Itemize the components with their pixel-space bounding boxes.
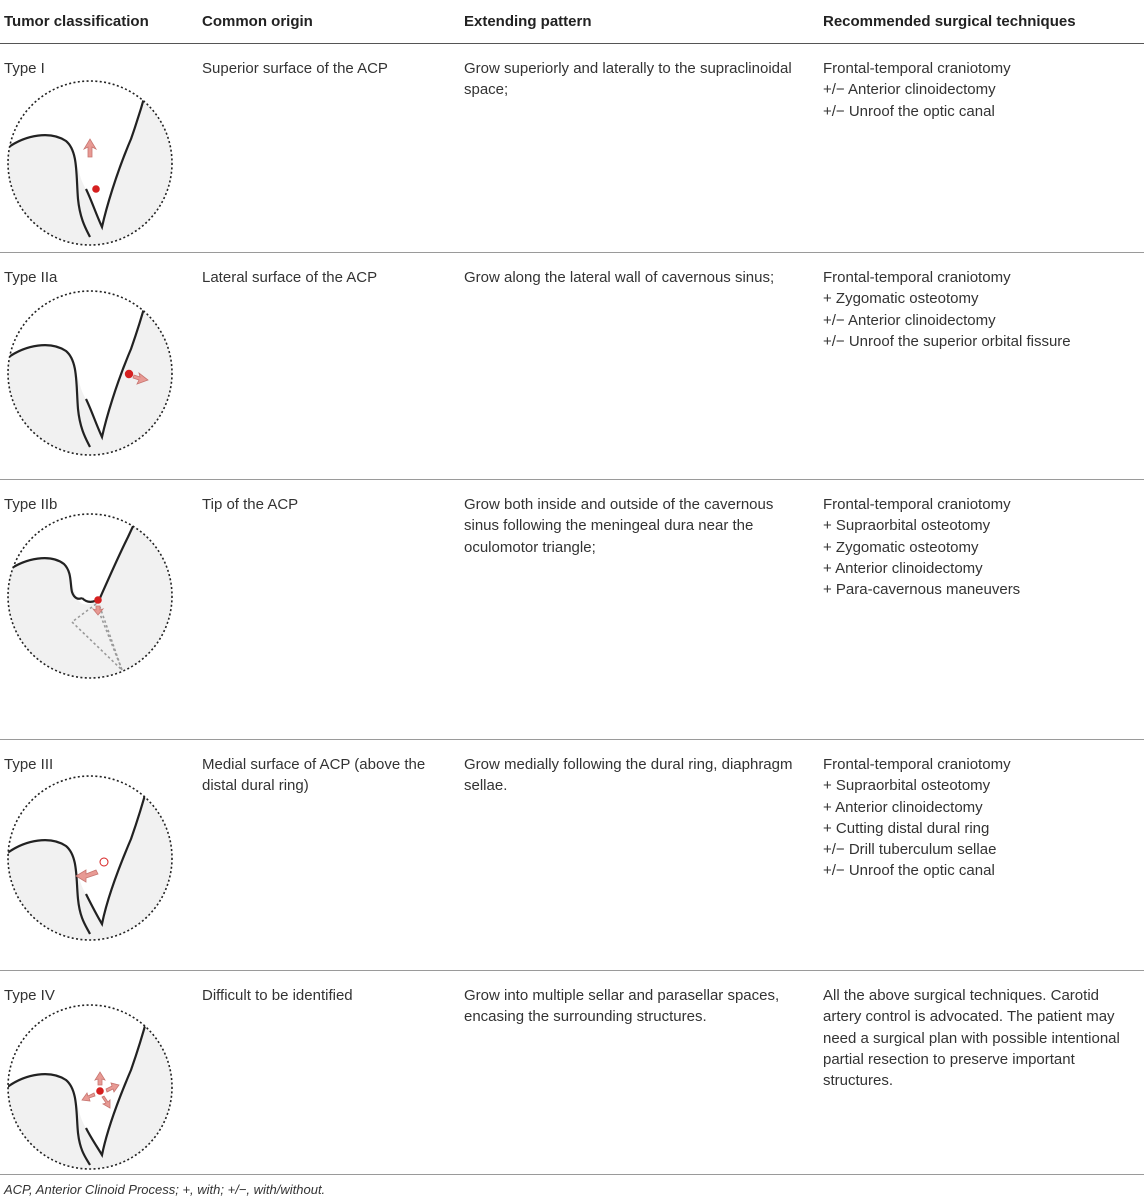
- origin-text: Superior surface of the ACP: [202, 60, 388, 77]
- technique-item: + Supraorbital osteotomy: [823, 777, 991, 795]
- acp-diagram-type-iii-icon: [6, 774, 174, 942]
- techniques-list: All the above surgical techniques. Carot…: [823, 985, 1141, 1091]
- type-label: Type III: [4, 756, 54, 773]
- acp-diagram-type-iv-icon: [6, 1003, 174, 1171]
- table-footnote: ACP, Anterior Clinoid Process; +, with; …: [4, 1182, 326, 1197]
- pattern-text: Grow both inside and outside of the cave…: [464, 496, 774, 556]
- pattern-text: Grow along the lateral wall of cavernous…: [464, 269, 775, 286]
- techniques-list: Frontal-temporal craniotomy + Zygomatic …: [823, 267, 1141, 352]
- technique-item: + Anterior clinoidectomy: [823, 559, 983, 577]
- technique-item: All the above surgical techniques. Carot…: [823, 987, 1120, 1090]
- techniques-list: Frontal-temporal craniotomy + Supraorbit…: [823, 494, 1141, 600]
- table-row-type-iib: Type IIb Tip of the ACP Grow both inside…: [0, 480, 1144, 740]
- origin-text: Tip of the ACP: [202, 496, 299, 513]
- technique-item: +/− Anterior clinoidectomy: [823, 81, 996, 99]
- type-label: Type IIa: [4, 269, 58, 286]
- header-extending-pattern: Extending pattern: [464, 13, 592, 30]
- technique-item: +/− Unroof the superior orbital fissure: [823, 332, 1071, 350]
- type-label: Type IIb: [4, 496, 58, 513]
- technique-item: + Zygomatic osteotomy: [823, 290, 979, 308]
- origin-text: Difficult to be identified: [202, 987, 353, 1004]
- technique-item: + Zygomatic osteotomy: [823, 538, 979, 556]
- technique-item: +/− Drill tuberculum sellae: [823, 841, 997, 859]
- pattern-text: Grow into multiple sellar and parasellar…: [464, 987, 780, 1026]
- techniques-list: Frontal-temporal craniotomy +/− Anterior…: [823, 58, 1141, 122]
- technique-item: Frontal-temporal craniotomy: [823, 496, 1011, 513]
- pattern-text: Grow medially following the dural ring, …: [464, 756, 793, 795]
- table-row-type-iv: Type IV Difficult to be identified Grow …: [0, 971, 1144, 1175]
- header-surgical-techniques: Recommended surgical techniques: [823, 13, 1076, 30]
- table-row-type-iii: Type III Medial surface of ACP (above th…: [0, 740, 1144, 971]
- origin-text: Medial surface of ACP (above the distal …: [202, 756, 426, 795]
- type-label: Type I: [4, 60, 45, 77]
- origin-text: Lateral surface of the ACP: [202, 269, 378, 286]
- technique-item: + Supraorbital osteotomy: [823, 517, 991, 535]
- pattern-text: Grow superiorly and laterally to the sup…: [464, 60, 792, 99]
- header-common-origin: Common origin: [202, 13, 313, 30]
- type-label: Type IV: [4, 987, 55, 1004]
- techniques-list: Frontal-temporal craniotomy + Supraorbit…: [823, 754, 1141, 882]
- technique-item: +/− Unroof the optic canal: [823, 862, 995, 880]
- table-header: Tumor classification Common origin Exten…: [0, 0, 1144, 44]
- header-tumor-classification: Tumor classification: [4, 13, 149, 30]
- technique-item: + Anterior clinoidectomy: [823, 798, 983, 816]
- technique-item: +/− Unroof the optic canal: [823, 102, 995, 120]
- table-row-type-i: Type I Superior surface of the ACP Grow …: [0, 44, 1144, 253]
- technique-item: + Para-cavernous maneuvers: [823, 581, 1021, 599]
- acp-diagram-type-iia-icon: [6, 289, 174, 457]
- technique-item: Frontal-temporal craniotomy: [823, 756, 1011, 773]
- technique-item: Frontal-temporal craniotomy: [823, 60, 1011, 77]
- acp-diagram-type-i-icon: [6, 79, 174, 247]
- technique-item: Frontal-temporal craniotomy: [823, 269, 1011, 286]
- technique-item: + Cutting distal dural ring: [823, 819, 990, 837]
- technique-item: +/− Anterior clinoidectomy: [823, 311, 996, 329]
- acp-diagram-type-iib-icon: [6, 512, 174, 680]
- table-row-type-iia: Type IIa Lateral surface of the ACP Grow…: [0, 253, 1144, 480]
